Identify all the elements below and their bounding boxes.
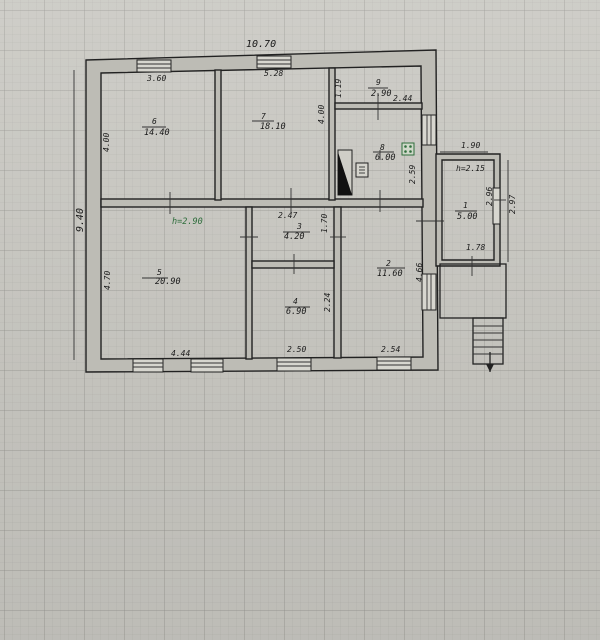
room-9-dim: 2.44 [393, 94, 413, 103]
room-8-number: 8 [380, 143, 385, 152]
room-6-side-dim: 4.00 [102, 132, 111, 152]
room-4-side-dim: 2.24 [323, 292, 332, 312]
room-5-area: 20.90 [155, 277, 181, 287]
room-3-number: 3 [297, 222, 302, 231]
room-7-side-dim: 4.00 [317, 104, 326, 124]
room-5-number: 5 [157, 268, 162, 277]
room-4-area: 6.90 [286, 307, 307, 317]
room-6-number: 6 [152, 117, 157, 126]
room-3-area: 4.20 [284, 232, 305, 242]
room-4-bottom-dim: 2.50 [287, 345, 307, 354]
room-2-bottom-dim: 2.54 [381, 345, 401, 354]
entrance-arrow-icon [486, 364, 494, 372]
ceiling-height-label: h=2.90 [172, 217, 203, 227]
room-3-side-dim: 1.70 [320, 213, 329, 233]
room-8-area: 6.00 [375, 153, 396, 163]
room-1-side-dim: 2.96 [485, 186, 494, 206]
room-6-top-dim: 3.60 [147, 74, 167, 83]
room-2-side-dim: 4.66 [415, 262, 424, 282]
room-1-ceiling-height: h=2.15 [456, 164, 485, 173]
room-1-area: 5.00 [457, 212, 478, 222]
room-9-area: 2.90 [371, 89, 392, 99]
room-1-outer-dim: 2.97 [508, 194, 517, 214]
room-8-side-dim: 2.59 [408, 164, 417, 184]
annex [435, 153, 507, 372]
room-9-number: 9 [376, 78, 381, 87]
area-fraction-lines [142, 87, 477, 308]
door-ticks [169, 93, 506, 276]
room-7-top-dim: 5.28 [264, 69, 284, 78]
room-1-bottom-dim: 1.78 [466, 243, 486, 252]
overall-width-label: 10.70 [246, 39, 277, 50]
room-1-number: 1 [463, 201, 468, 210]
room-2-area: 11.60 [377, 269, 403, 279]
gas-hob-icon [401, 142, 415, 156]
room-1-top-dim: 1.90 [461, 141, 481, 150]
room-5-bottom-dim: 4.44 [171, 349, 191, 358]
room-6-area: 14.40 [144, 128, 170, 138]
room-7-area: 18.10 [260, 122, 286, 132]
outer-walls [85, 49, 439, 373]
overall-height-label: 9.40 [75, 207, 86, 232]
room-4-number: 4 [293, 297, 298, 306]
room-9-side-dim: 1.19 [334, 78, 343, 98]
room-7-number: 7 [261, 112, 266, 121]
room-3-top-dim: 2.47 [278, 211, 298, 220]
room-2-number: 2 [386, 259, 391, 268]
windows [132, 55, 437, 373]
stove [337, 142, 415, 196]
room-5-side-dim: 4.70 [103, 270, 112, 290]
interior-walls [100, 67, 424, 360]
porch-stairs [472, 317, 504, 372]
